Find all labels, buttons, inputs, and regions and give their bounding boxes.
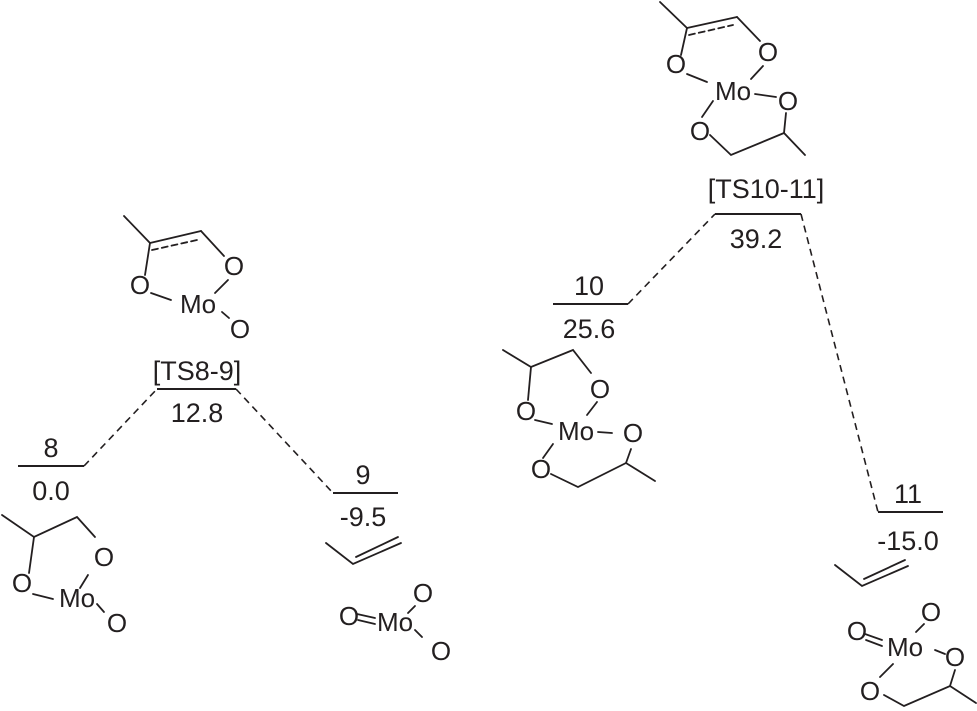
structure-11-propene	[834, 559, 909, 588]
state-11-label: 11	[894, 479, 922, 509]
atom-mo: Mo	[558, 416, 594, 446]
atom-o: O	[758, 37, 778, 67]
state-ts8-9-energy: 12.8	[171, 398, 224, 428]
atom-o: O	[847, 616, 867, 646]
atom-o: O	[431, 636, 451, 666]
state-11-energy: -15.0	[877, 526, 939, 556]
structure-9-moo3: O O Mo O	[339, 578, 451, 666]
state-8-energy: 0.0	[32, 476, 70, 506]
atom-o: O	[921, 597, 941, 627]
atom-o: O	[590, 374, 610, 404]
state-ts8-9-label: [TS8-9]	[153, 356, 242, 386]
connector-8-ts	[83, 388, 158, 467]
atom-o: O	[339, 601, 359, 631]
atom-mo: Mo	[180, 289, 216, 319]
atom-o: O	[531, 454, 551, 484]
atom-o: O	[107, 608, 127, 638]
atom-o: O	[12, 568, 32, 598]
atom-mo: Mo	[377, 607, 413, 637]
atom-mo: Mo	[887, 632, 923, 662]
connector-10-ts	[627, 213, 716, 305]
state-9-label: 9	[355, 460, 370, 490]
atom-o: O	[224, 251, 244, 281]
atom-o: O	[516, 396, 536, 426]
atom-o: O	[666, 49, 686, 79]
structure-ts8-9: O O Mo O	[123, 215, 250, 344]
atom-o: O	[860, 676, 880, 706]
atom-o: O	[230, 314, 250, 344]
atom-mo: Mo	[59, 583, 95, 613]
structure-9-propene	[325, 536, 402, 566]
atom-o: O	[130, 270, 150, 300]
atom-o: O	[690, 116, 710, 146]
connector-ts-9	[235, 388, 334, 494]
structure-11-complex: O O Mo O O	[847, 597, 977, 708]
state-10-energy: 25.6	[563, 314, 616, 344]
atom-o: O	[94, 542, 114, 572]
atom-mo: Mo	[715, 76, 751, 106]
structure-10: O O Mo O O	[502, 348, 656, 489]
state-9-energy: -9.5	[340, 502, 387, 532]
atom-o: O	[413, 578, 433, 608]
state-8-label: 8	[43, 433, 58, 463]
structure-ts10-11: O O Mo O O	[659, 1, 806, 157]
atom-o: O	[945, 642, 965, 672]
state-10-label: 10	[574, 271, 604, 301]
state-ts10-11-label: [TS10-11]	[708, 174, 825, 204]
structure-8: O O Mo O	[1, 514, 127, 638]
atom-o: O	[778, 86, 798, 116]
state-ts10-11-energy: 39.2	[730, 224, 783, 254]
atom-o: O	[623, 418, 643, 448]
connector-ts-11	[800, 213, 879, 513]
